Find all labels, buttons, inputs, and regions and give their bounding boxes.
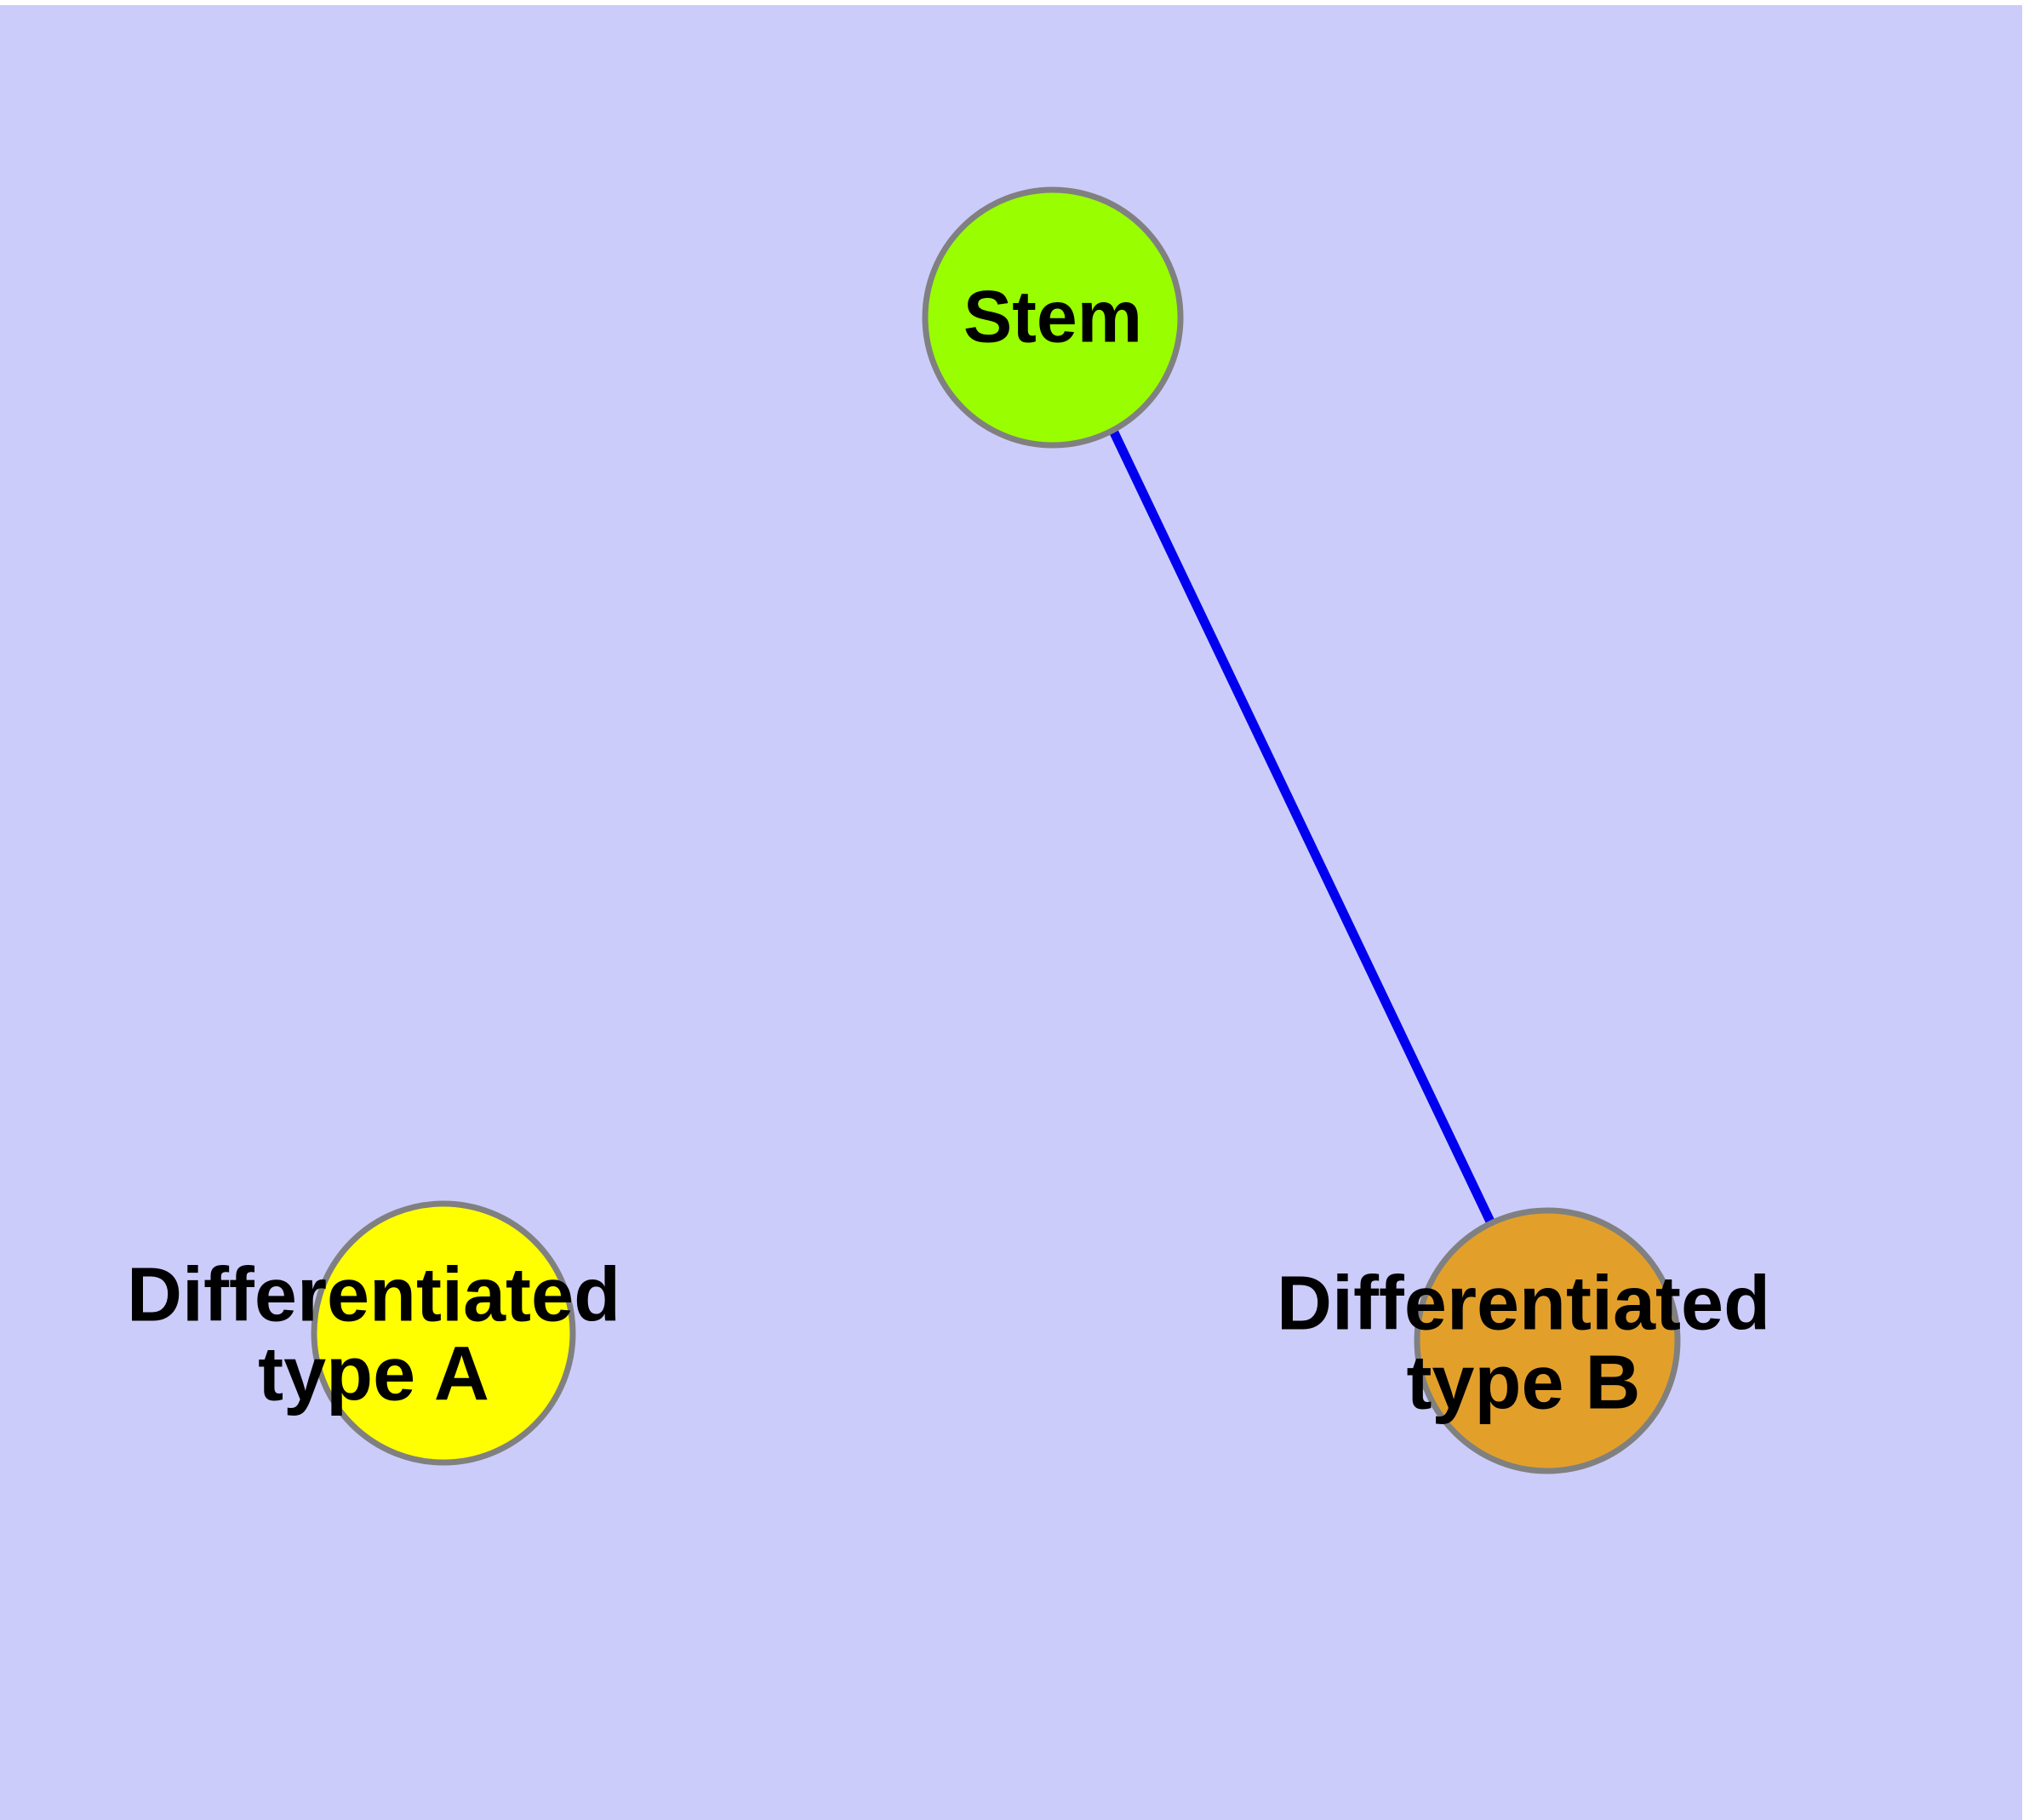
node-diff-type-a-circle[interactable] [311, 1200, 576, 1466]
node-stem-circle[interactable] [922, 186, 1184, 449]
node-layer [311, 186, 1681, 1474]
edge-stem-to-type-a [1109, 428, 1495, 1226]
edge-layer [1109, 428, 1495, 1226]
node-diff-type-b-circle[interactable] [1414, 1207, 1681, 1474]
